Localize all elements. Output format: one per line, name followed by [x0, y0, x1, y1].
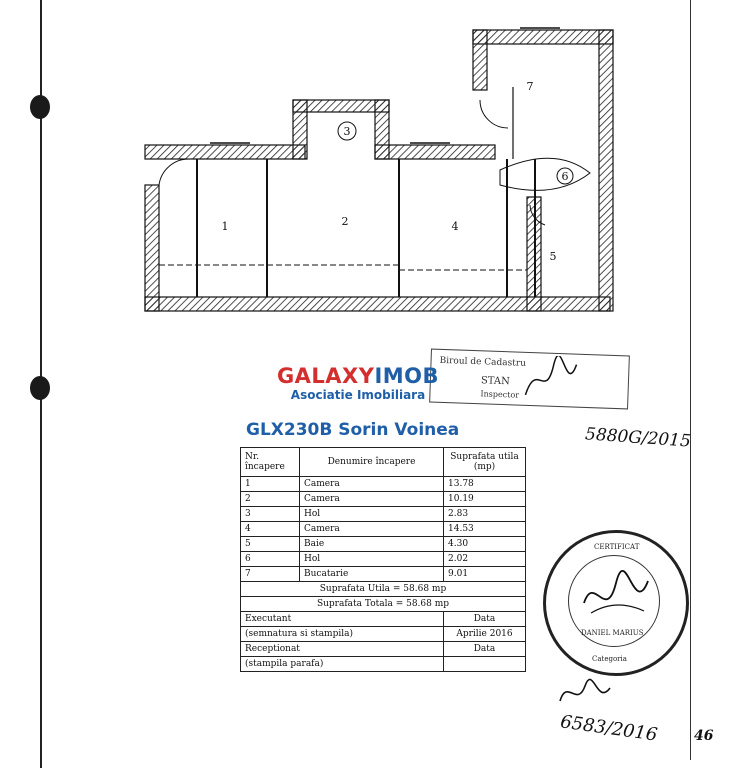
row-area: 9.01: [443, 566, 526, 582]
cadastral-stamp: Biroul de Cadastru STAN Inspector: [429, 348, 630, 410]
row-nr: 5: [240, 536, 300, 552]
room-number-4: 4: [452, 220, 459, 233]
agency-name-part2: IMOB: [374, 364, 440, 388]
floor-plan-drawing: 1 2 3 4 5 6 7: [144, 27, 614, 312]
row-area: 2.02: [443, 551, 526, 567]
table-row: 6 Hol 2.02: [240, 551, 526, 567]
row-nr: 4: [240, 521, 300, 537]
table-header-row: Nr. încapere Denumire încapere Suprafata…: [240, 447, 526, 477]
stamp-line-3: Inspector: [480, 389, 520, 400]
agency-name: GALAXYIMOB: [273, 364, 443, 388]
row-nr: 6: [240, 551, 300, 567]
row-area: 4.30: [443, 536, 526, 552]
room-number-5: 5: [550, 250, 557, 263]
row-nr: 2: [240, 491, 300, 507]
total-area: Suprafata Totala = 58.68 mp: [240, 596, 526, 612]
row-name: Camera: [299, 491, 444, 507]
executant-date-label: Data: [443, 611, 526, 627]
handwritten-reference-top: 5880G/2015: [584, 424, 692, 452]
total-useful-area: Suprafata Utila = 58.68 mp: [240, 581, 526, 597]
row-area: 10.19: [443, 491, 526, 507]
row-nr: 3: [240, 506, 300, 522]
punch-hole-top: [30, 95, 50, 119]
page-number: 46: [694, 728, 714, 744]
table-row: 2 Camera 10.19: [240, 491, 526, 507]
executant-sub-row: (semnatura si stampila) Aprilie 2016: [240, 626, 526, 642]
total-useful-row: Suprafata Utila = 58.68 mp: [240, 581, 526, 597]
row-name: Camera: [299, 521, 444, 537]
stamp-line-1: Biroul de Cadastru: [439, 355, 527, 369]
bottom-signature: [559, 678, 611, 702]
receptionat-label: Receptionat: [240, 641, 444, 657]
header-nr: Nr. încapere: [240, 447, 300, 477]
receptionat-sub-row: (stampila parafa): [240, 656, 526, 672]
agency-subtitle: Asociatie Imobiliara: [290, 388, 426, 402]
row-nr: 1: [240, 476, 300, 492]
row-name: Hol: [299, 506, 444, 522]
row-name: Hol: [299, 551, 444, 567]
seal-text-top: CERTIFICAT: [594, 543, 640, 551]
page-edge-line: [690, 0, 691, 760]
handwritten-reference-bottom: 6583/2016: [559, 711, 659, 746]
room-number-1: 1: [222, 220, 229, 233]
receptionat-row: Receptionat Data: [240, 641, 526, 657]
row-area: 2.83: [443, 506, 526, 522]
table-row: 4 Camera 14.53: [240, 521, 526, 537]
stamp-line-2: STAN: [480, 375, 511, 388]
rooms-table: Nr. încapere Denumire încapere Suprafata…: [240, 447, 526, 672]
round-seal: CERTIFICAT DANIEL MARIUS Categoria: [543, 530, 689, 676]
receptionat-date-value: [443, 656, 526, 672]
room-number-6: 6: [562, 170, 569, 183]
row-nr: 7: [240, 566, 300, 582]
total-area-row: Suprafata Totala = 58.68 mp: [240, 596, 526, 612]
row-name: Baie: [299, 536, 444, 552]
row-name: Camera: [299, 476, 444, 492]
row-area: 13.78: [443, 476, 526, 492]
punch-hole-bottom: [30, 376, 50, 400]
table-row: 5 Baie 4.30: [240, 536, 526, 552]
seal-signature: [583, 569, 649, 614]
room-number-7: 7: [527, 80, 534, 93]
executant-date-value: Aprilie 2016: [443, 626, 526, 642]
agency-name-part1: GALAXY: [276, 364, 375, 388]
table-row: 7 Bucatarie 9.01: [240, 566, 526, 582]
listing-code: GLX230B Sorin Voinea: [246, 420, 460, 440]
executant-sub: (semnatura si stampila): [240, 626, 444, 642]
row-name: Bucatarie: [299, 566, 444, 582]
header-name: Denumire încapere: [299, 447, 444, 477]
room-number-3: 3: [344, 125, 351, 138]
agency-logo: GALAXYIMOB Asociatie Imobiliara: [273, 364, 443, 402]
row-area: 14.53: [443, 521, 526, 537]
receptionat-sub: (stampila parafa): [240, 656, 444, 672]
header-area: Suprafata utila (mp): [443, 447, 526, 477]
executant-row: Executant Data: [240, 611, 526, 627]
room-number-2: 2: [342, 215, 349, 228]
executant-label: Executant: [240, 611, 444, 627]
stamp-signature: [524, 354, 578, 396]
table-row: 1 Camera 13.78: [240, 476, 526, 492]
table-row: 3 Hol 2.83: [240, 506, 526, 522]
receptionat-date-label: Data: [443, 641, 526, 657]
seal-text-bottom: Categoria: [592, 655, 627, 663]
round-seal-inner: [568, 555, 660, 647]
seal-text-middle: DANIEL MARIUS: [581, 629, 644, 637]
